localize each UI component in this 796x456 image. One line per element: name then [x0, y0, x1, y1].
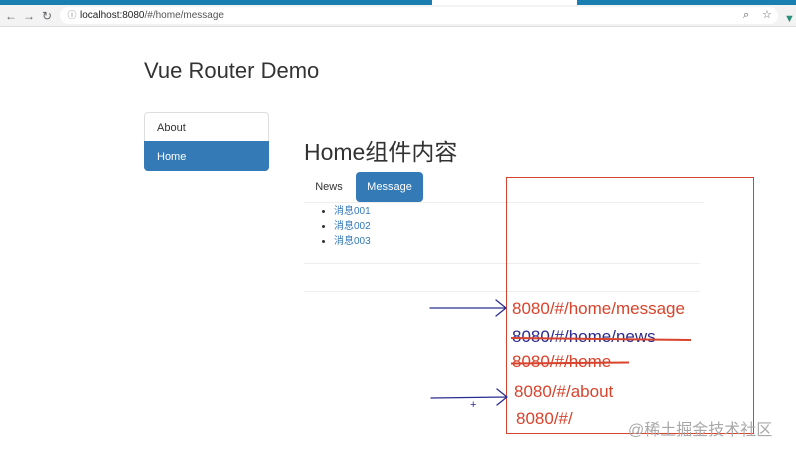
- sidebar-item-about[interactable]: About: [144, 112, 269, 142]
- site-info-icon[interactable]: ⓘ: [67, 10, 77, 20]
- browser-top-strip: [0, 0, 796, 5]
- browser-toolbar: ← → ↻ ⓘ localhost:8080/#/home/message ⌕ …: [0, 5, 796, 27]
- message-link-001[interactable]: 消息001: [334, 206, 371, 217]
- vue-devtools-extension-icon[interactable]: ▼: [784, 13, 795, 25]
- bookmark-star-icon[interactable]: ☆: [762, 9, 772, 21]
- top-strip-segment: [0, 0, 432, 5]
- watermark: @稀土掘金技术社区: [628, 422, 773, 439]
- url-host: localhost:8080: [80, 10, 145, 21]
- url-text[interactable]: localhost:8080/#/home/message: [80, 9, 224, 22]
- annotation-route-root: 8080/#/: [516, 409, 573, 428]
- content-divider: [304, 263, 700, 264]
- annotation-route-home-news: 8080/#/home/news: [512, 327, 656, 346]
- zoom-icon[interactable]: ⌕: [743, 9, 750, 21]
- home-heading: Home组件内容: [304, 139, 458, 165]
- arrow-to-home-message: [429, 299, 507, 317]
- annotation-plus-mark: +: [470, 399, 476, 411]
- list-item: 消息002: [334, 219, 371, 234]
- message-link-002[interactable]: 消息002: [334, 221, 371, 232]
- annotation-route-about: 8080/#/about: [514, 382, 614, 401]
- page-title: Vue Router Demo: [144, 58, 320, 83]
- message-list: 消息001 消息002 消息003: [320, 204, 371, 249]
- sidebar-nav: About Home: [144, 112, 269, 171]
- annotation-route-home-message: 8080/#/home/message: [512, 299, 685, 318]
- address-bar[interactable]: ⓘ localhost:8080/#/home/message ⌕ ☆: [60, 7, 778, 24]
- list-item: 消息001: [334, 204, 371, 219]
- content-divider: [304, 291, 700, 292]
- list-item: 消息003: [334, 234, 371, 249]
- tab-news[interactable]: News: [315, 181, 343, 193]
- back-icon[interactable]: ←: [5, 9, 17, 23]
- message-link-003[interactable]: 消息003: [334, 236, 371, 247]
- tab-message[interactable]: Message: [356, 172, 423, 202]
- arrow-to-about: [430, 388, 508, 406]
- sidebar-item-home[interactable]: Home: [144, 141, 269, 171]
- tabs-divider: [304, 202, 704, 203]
- forward-icon[interactable]: →: [23, 9, 35, 23]
- reload-icon[interactable]: ↻: [41, 9, 53, 23]
- url-path: /#/home/message: [144, 10, 225, 21]
- top-strip-segment: [577, 0, 796, 5]
